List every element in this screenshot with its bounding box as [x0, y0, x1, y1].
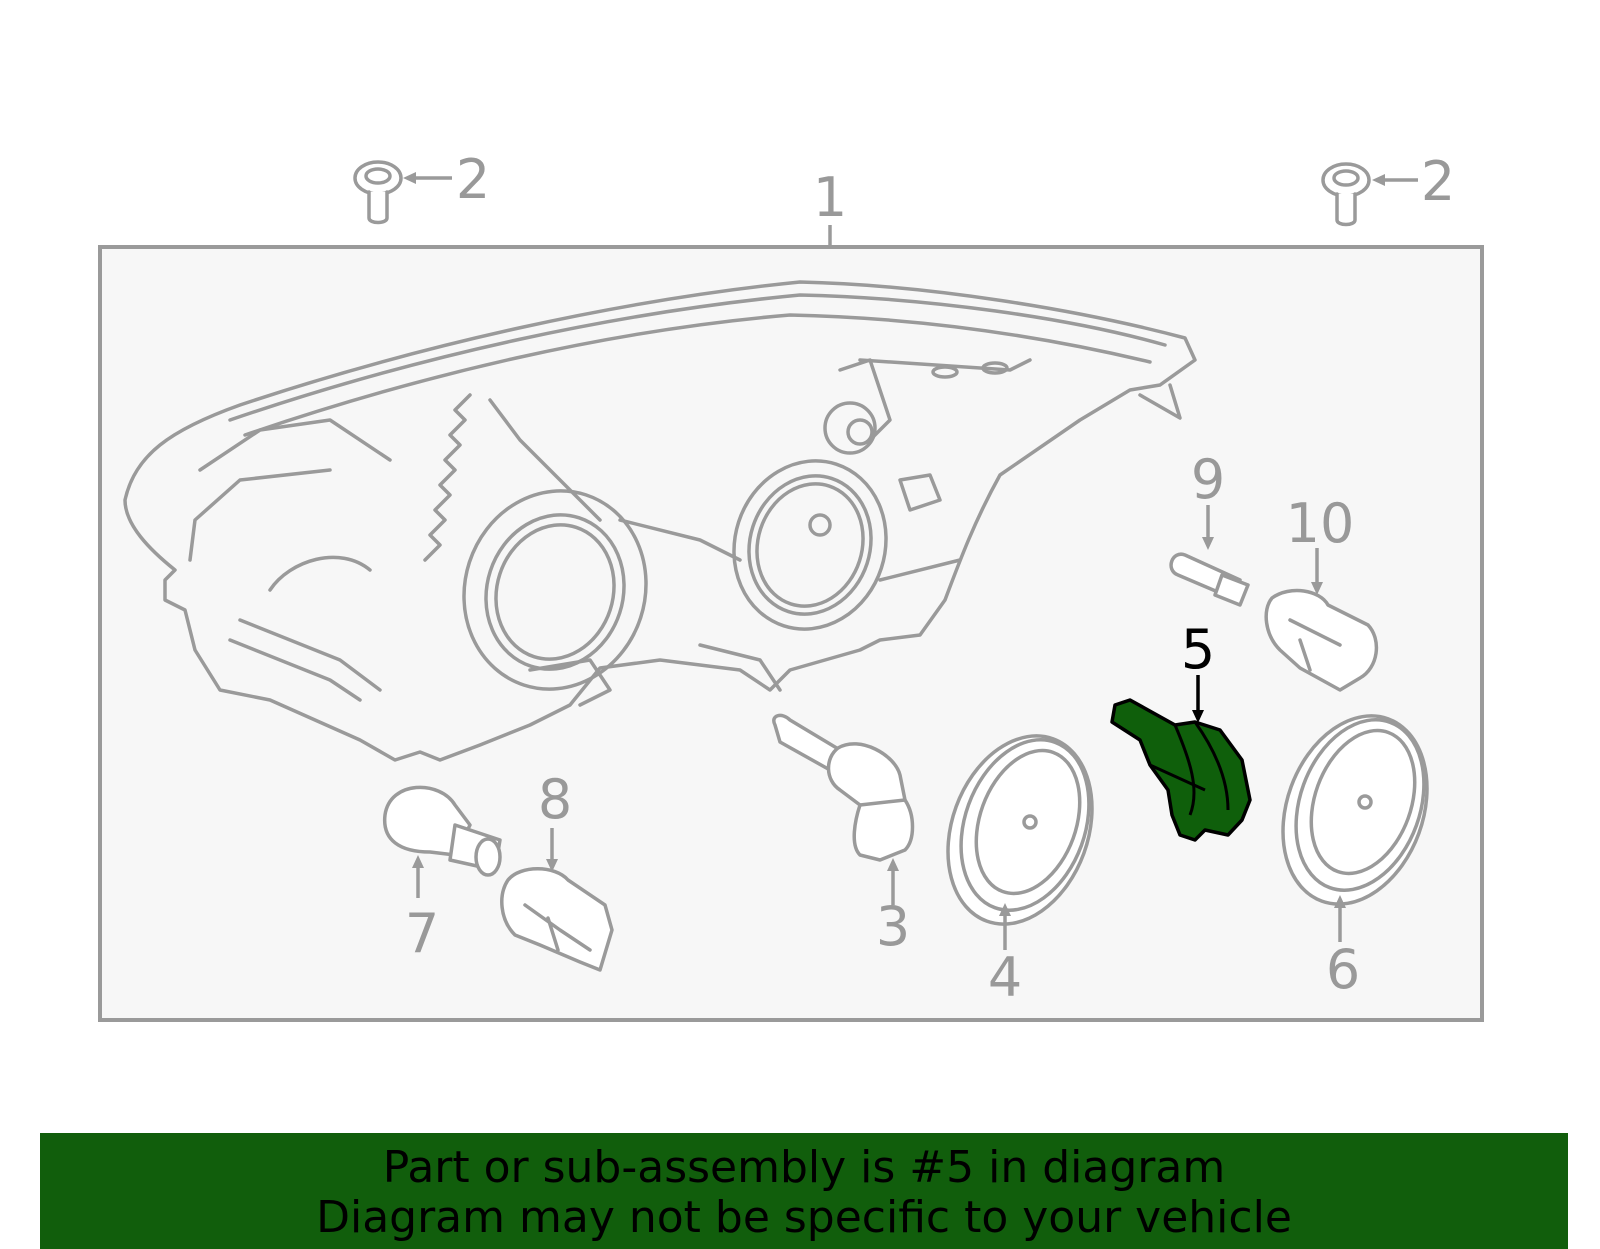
callout-2-left: 2: [456, 148, 490, 211]
clip-left: [353, 160, 403, 225]
clip-right: [1321, 162, 1371, 227]
banner-line-part: Part or sub-assembly is #5 in diagram: [382, 1142, 1226, 1193]
callout-1: 1: [813, 166, 847, 229]
dust-cap-part-6: [1281, 714, 1429, 906]
callout-3: 3: [876, 895, 910, 958]
dust-cap-part-4: [946, 734, 1094, 926]
info-banner: Part or sub-assembly is #5 in diagram Di…: [40, 1133, 1568, 1249]
callout-7: 7: [405, 902, 439, 965]
banner-line-disclaimer: Diagram may not be specific to your vehi…: [316, 1192, 1292, 1243]
highlighted-bulb-part-5: [1110, 698, 1252, 842]
callout-5: 5: [1181, 618, 1215, 681]
bulb-part-3: [772, 713, 915, 862]
socket-part-8: [500, 867, 614, 972]
callout-8: 8: [538, 768, 572, 831]
bulb-part-9: [1169, 552, 1250, 607]
callout-2-right: 2: [1421, 150, 1455, 213]
callout-4: 4: [988, 946, 1022, 1009]
headlamp-housing: [123, 280, 1197, 762]
callout-6: 6: [1326, 938, 1360, 1001]
socket-part-10: [1264, 588, 1379, 692]
bulb-part-7: [383, 785, 502, 877]
callout-10: 10: [1286, 492, 1355, 555]
callout-9: 9: [1191, 448, 1225, 511]
